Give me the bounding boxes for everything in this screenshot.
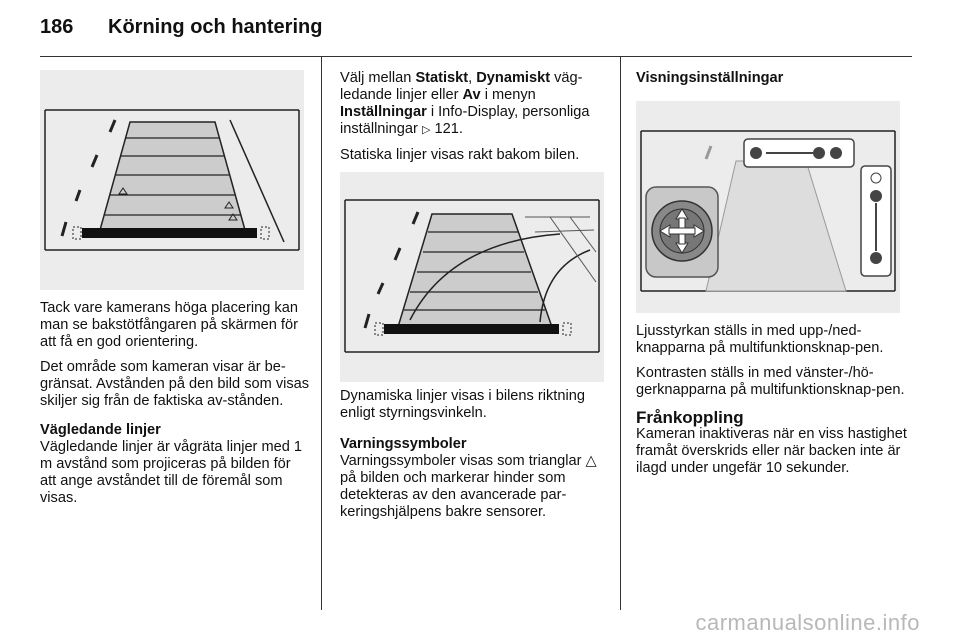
mode-select-paragraph: Välj mellan Statiskt, Dynamiskt väg-leda… — [340, 70, 590, 137]
guidelines-paragraph: Vägledande linjer är vågräta linjer med … — [40, 439, 303, 506]
display-settings-illustration — [636, 101, 900, 313]
guidelines-heading: Vägledande linjer — [40, 422, 161, 438]
column-1: Tack vare kamerans höga placering kan ma… — [40, 70, 310, 515]
warning-symbols-heading: Varningssymboler — [340, 436, 467, 452]
header-rule — [40, 56, 912, 57]
page-title: Körning och hantering — [108, 16, 323, 38]
static-guidelines-illustration — [40, 70, 304, 290]
contrast-paragraph: Kontrasten ställs in med vänster-/hö-ger… — [636, 365, 905, 398]
page-number: 186 — [40, 16, 74, 38]
range-paragraph: Det område som kameran visar är be-gräns… — [40, 359, 310, 409]
dynamic-lines-paragraph: Dynamiska linjer visas i bilens riktning… — [340, 388, 585, 421]
watermark: carmanualsonline.info — [695, 610, 920, 635]
static-lines-paragraph: Statiska linjer visas rakt bakom bilen. — [340, 147, 580, 163]
brightness-paragraph: Ljusstyrkan ställs in med upp-/ned-knapp… — [636, 323, 884, 356]
page-reference-icon: ▷ — [421, 124, 431, 136]
column-divider-2 — [620, 57, 621, 610]
intro-paragraph: Tack vare kamerans höga placering kan ma… — [40, 300, 298, 350]
deactivation-heading: Frånkoppling — [636, 408, 744, 427]
column-2: Välj mellan Statiskt, Dynamiskt väg-leda… — [340, 70, 610, 529]
display-settings-heading: Visningsinställningar — [636, 70, 784, 86]
page-header: 186 Körning och hantering — [40, 16, 910, 56]
dynamic-guidelines-illustration — [340, 172, 604, 382]
deactivation-paragraph: Kameran inaktiveras när en viss hastighe… — [636, 426, 907, 476]
triangle-icon: △ — [585, 453, 597, 469]
page-reference[interactable]: 121. — [434, 121, 463, 137]
column-3: Visningsinställningar — [636, 70, 908, 485]
column-divider-1 — [321, 57, 322, 610]
